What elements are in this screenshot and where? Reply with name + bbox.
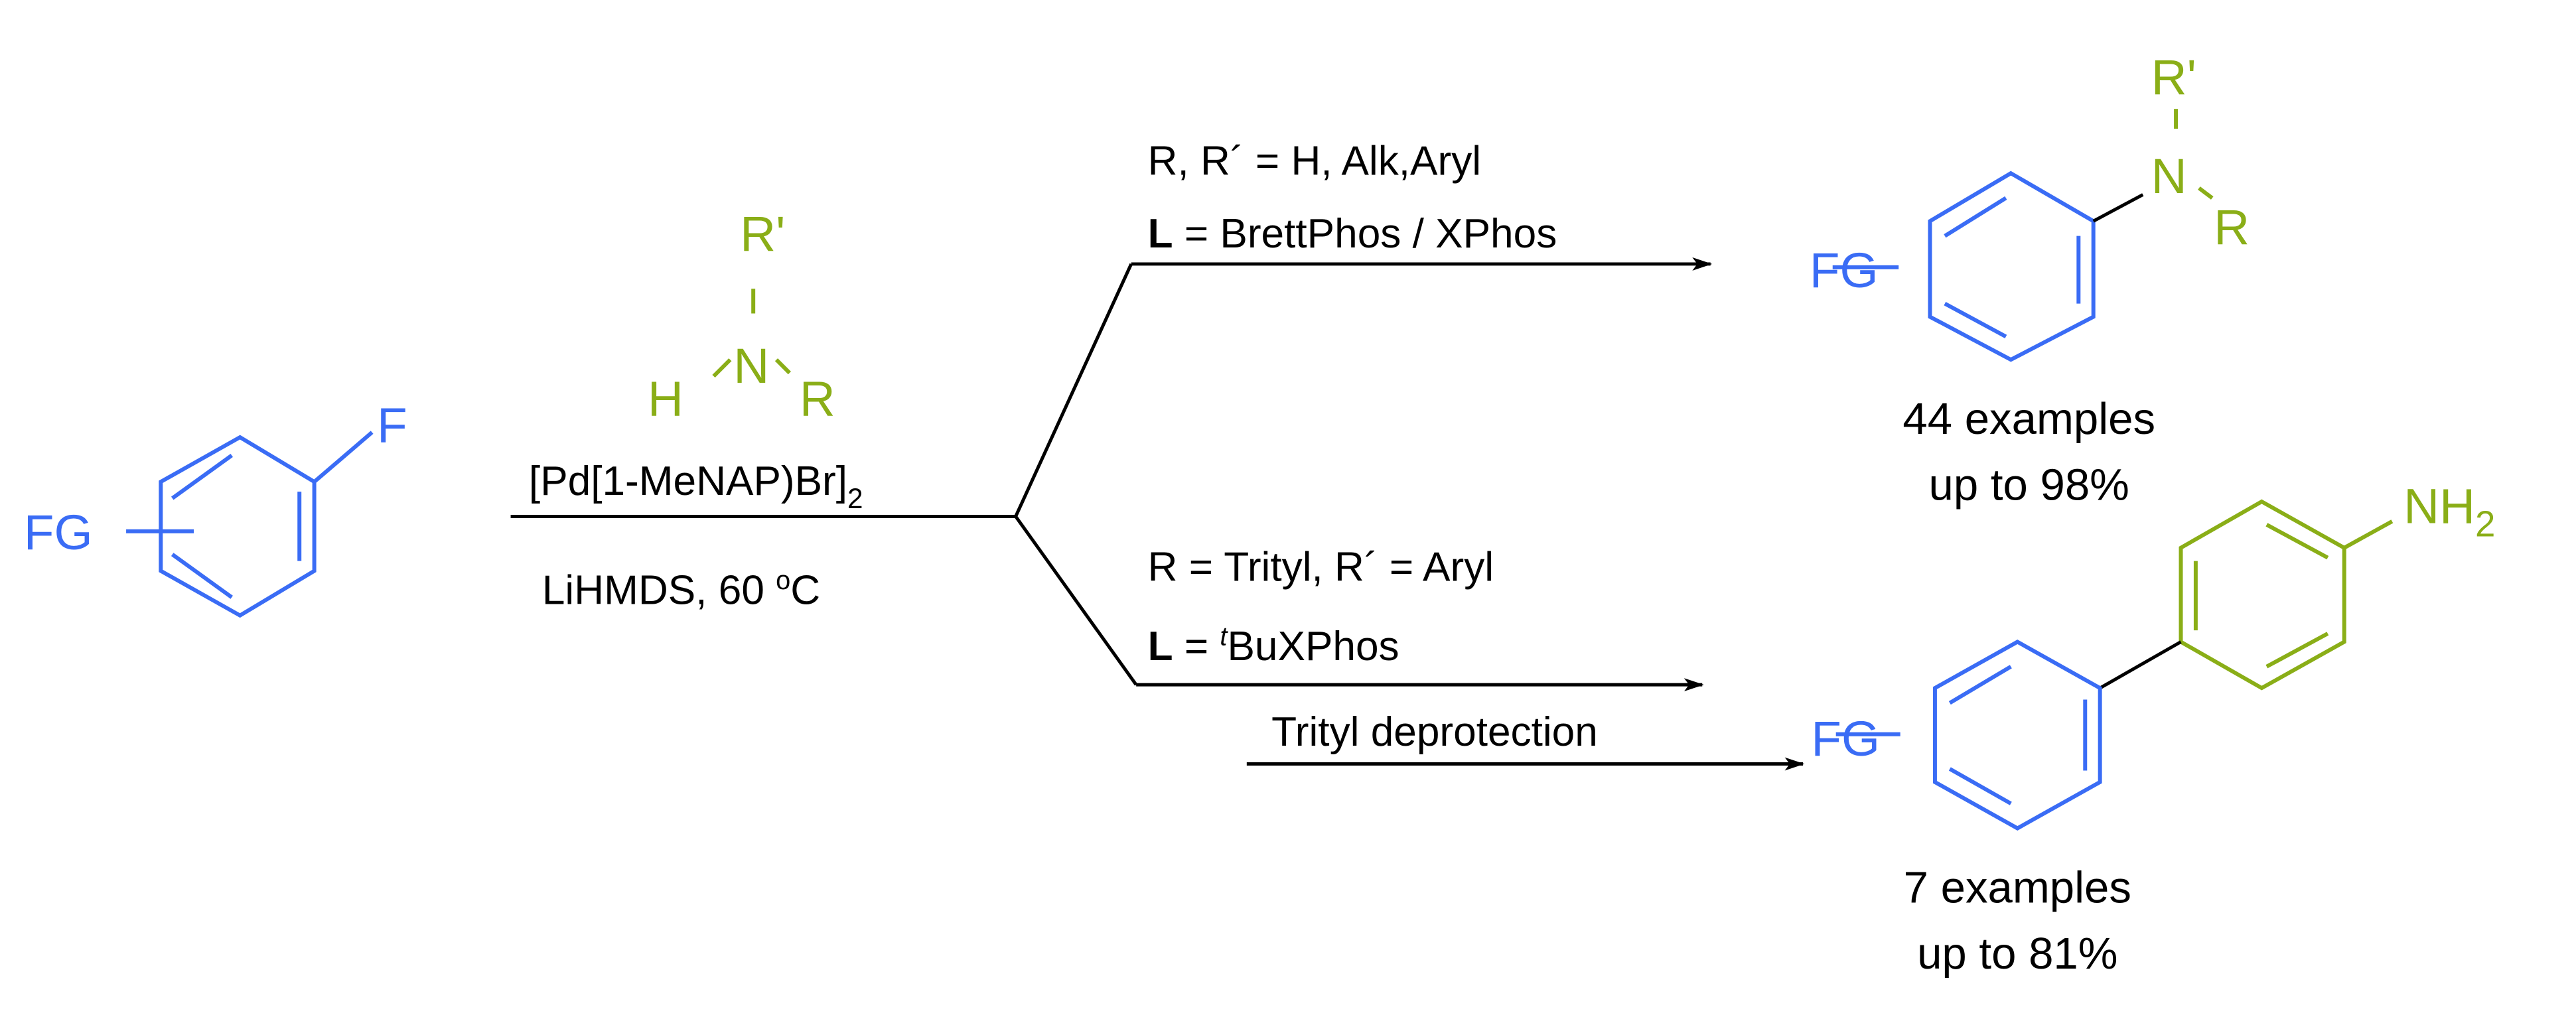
double-bond	[1944, 196, 2007, 238]
n-r-bond	[774, 358, 792, 375]
product-1-yield: up to 98%	[1929, 460, 2129, 510]
double-bond	[1948, 767, 2012, 805]
c-f-bond	[313, 431, 374, 484]
product-1-count: 44 examples	[1902, 394, 2155, 444]
double-bond	[2265, 632, 2329, 669]
double-bond	[171, 454, 234, 500]
benzene-ring	[1928, 170, 2096, 362]
n-label: N	[733, 338, 769, 393]
h-label: H	[648, 371, 683, 427]
benzene-ring	[1932, 640, 2102, 831]
r-label: R	[800, 371, 835, 427]
product-2-count: 7 examples	[1904, 862, 2131, 912]
aniline-ring	[2179, 499, 2346, 691]
product-2-biaryl-aniline: NH2 FG 7 examples up to 81%	[1811, 478, 2495, 979]
reactant-fluoroarene: F FG	[24, 397, 407, 618]
n-label: N	[2151, 148, 2187, 204]
double-bond	[2265, 523, 2329, 560]
c-n-bond	[2092, 193, 2144, 223]
n-r-bond	[2198, 186, 2214, 200]
deprotection-label: Trityl deprotection	[1271, 709, 1598, 755]
fg-label: FG	[1811, 711, 1880, 766]
top-ligand: L = BrettPhos / XPhos	[1148, 211, 1557, 257]
fg-label: FG	[24, 504, 93, 560]
bottom-substituents: R = Trityl, R´ = Aryl	[1148, 544, 1494, 590]
fluorine-label: F	[377, 397, 407, 453]
double-bond	[1944, 302, 2007, 338]
top-substituents: R, R´ = H, Alk,Aryl	[1148, 139, 1481, 184]
double-bond	[1948, 665, 2012, 705]
c-n-bond	[2343, 519, 2394, 550]
r-prime-label: R'	[740, 206, 785, 261]
biaryl-bond	[2099, 640, 2182, 690]
r-label: R	[2214, 199, 2250, 255]
n-h-bond	[712, 358, 732, 378]
benzene-ring	[159, 435, 317, 618]
product-1-arylamine: FG R' N R 44 examples up to 98%	[1810, 49, 2250, 510]
base-temperature-label: LiHMDS, 60 oC	[542, 566, 820, 613]
r-prime-label: R'	[2151, 49, 2196, 105]
bottom-ligand: L = tBuXPhos	[1148, 622, 1399, 669]
double-bond	[171, 553, 234, 599]
fg-label: FG	[1810, 242, 1879, 298]
nh2-label: NH2	[2403, 478, 2495, 544]
product-2-yield: up to 81%	[1917, 929, 2117, 979]
branch-line-top	[1014, 263, 1133, 517]
branch-line-bottom	[1014, 515, 1138, 686]
amine-reagent: R' N H R	[648, 206, 835, 427]
catalyst-label: [Pd[1-MeNAP)Br]2	[529, 458, 863, 514]
